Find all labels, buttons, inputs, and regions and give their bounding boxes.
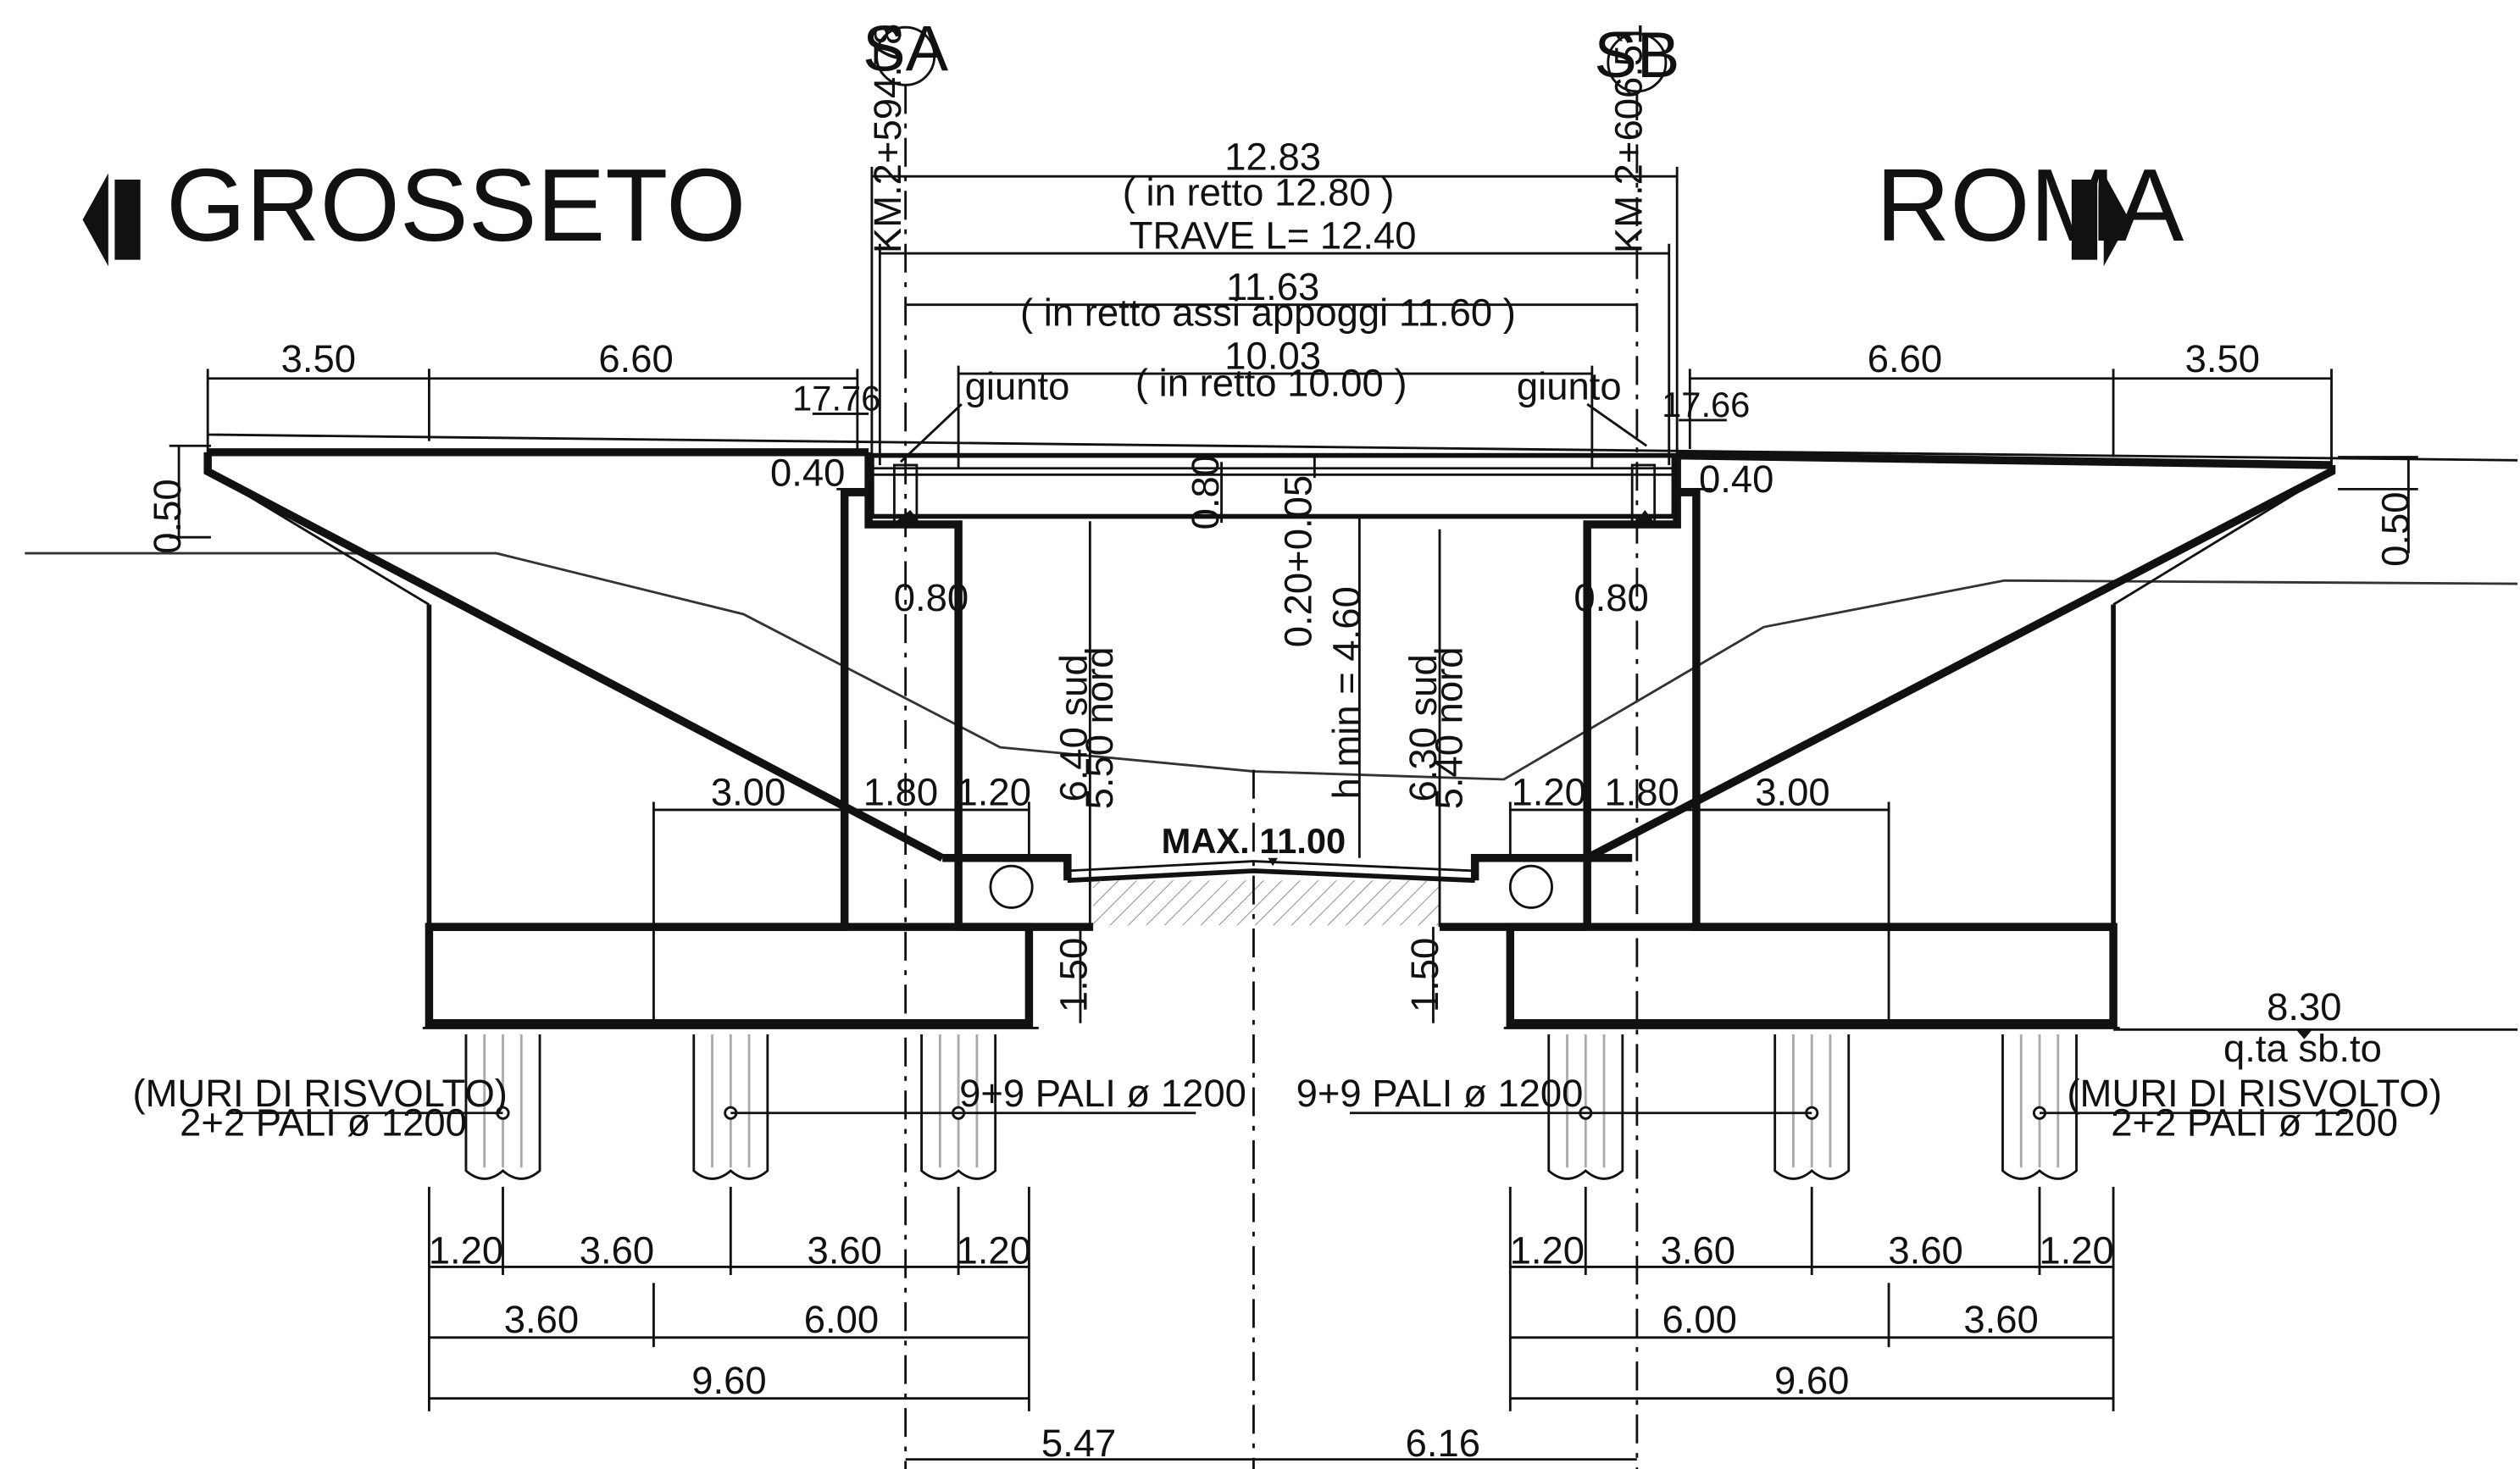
right-level: 17.66: [1662, 385, 1750, 424]
left-row2-2: 6.00: [804, 1298, 879, 1341]
left-joint: giunto: [965, 364, 1070, 407]
pile-2: [692, 1034, 769, 1180]
section-sb-label: SB: [1594, 19, 1679, 91]
left-dim-a: 3.50: [281, 337, 356, 380]
arrow-right-icon: [2103, 173, 2130, 267]
footing-dims: [652, 801, 1890, 928]
ground-level-label: q.ta sb.to: [2223, 1027, 2382, 1070]
left-abutment: [203, 448, 1094, 1029]
left-level: 17.76: [792, 379, 880, 419]
left-footing-dim-1: 3.00: [711, 770, 785, 813]
level-marker-icon: [1268, 857, 1278, 867]
section-sa-km: KM.2+594.78: [866, 24, 909, 253]
left-row2-1: 3.60: [504, 1298, 579, 1341]
right-footing-height: 1.50: [1403, 938, 1446, 1012]
direction-right: ROMA: [1876, 147, 2184, 267]
right-row2-1: 6.00: [1662, 1298, 1736, 1341]
left-wing-piles-title: (MURI DI RISVOLTO): [132, 1072, 507, 1115]
left-row3: 9.60: [691, 1359, 766, 1402]
right-dim-a: 6.60: [1868, 337, 1942, 380]
top-dimensions: [870, 166, 1679, 468]
left-height-nord: 5.50 nord: [1078, 646, 1121, 809]
section-sb-km: KM.2+606.51: [1607, 24, 1651, 253]
ground-level-value: 8.30: [2267, 985, 2341, 1028]
middle-vertical-dims: [1079, 455, 1441, 1023]
joint-leaders: [812, 402, 1727, 463]
deck-thickness: 0.80: [1184, 455, 1227, 529]
right-wing-piles-title: (MURI DI RISVOLTO): [2067, 1072, 2441, 1115]
dim-clear-note: ( in retto 10.00 ): [1135, 362, 1407, 405]
pavement-thickness: 0.20+0.05: [1277, 475, 1320, 647]
channel: [1067, 769, 1475, 1469]
dim-supports: 11.63: [1226, 265, 1319, 308]
center-left-dim: 5.47: [1041, 1422, 1116, 1465]
pile-4: [1547, 1034, 1624, 1180]
arrow-right-bar-icon: [2071, 180, 2098, 260]
right-row1-3: 3.60: [1888, 1229, 1962, 1272]
left-footing-dim-2: 1.80: [863, 770, 938, 813]
left-footing-height: 1.50: [1052, 938, 1096, 1012]
dim-beam: TRAVE L= 12.40: [1130, 213, 1417, 257]
right-top-dims: [1677, 369, 2418, 554]
arrow-left-icon: [82, 173, 108, 267]
right-dim-b: 3.50: [2185, 337, 2260, 380]
left-main-piles: 9+9 PALI ø 1200: [959, 1072, 1246, 1115]
right-row3: 9.60: [1774, 1359, 1849, 1402]
left-deck: 0.40: [770, 452, 845, 495]
ground-level-marker-icon: [2295, 1029, 2312, 1039]
dim-supports-note: ( in retto assi appoggi 11.60 ): [1020, 291, 1516, 334]
right-row2-2: 3.60: [1963, 1298, 2038, 1341]
section-marker-sb: SB KM.2+606.51: [1594, 19, 1679, 1469]
left-row1-4: 1.20: [957, 1229, 1031, 1272]
ground-profile-left: [25, 552, 1254, 773]
left-slope: 0.50: [146, 479, 189, 553]
pile-3: [920, 1034, 997, 1180]
right-footing-dim-2: 1.80: [1604, 770, 1679, 813]
direction-left: GROSSETO: [82, 147, 746, 267]
left-top-dims: [169, 369, 869, 539]
channel-max-level: MAX. 11.00: [1162, 821, 1346, 861]
left-row1-3: 3.60: [808, 1229, 882, 1272]
pile-6: [2001, 1034, 2078, 1180]
right-slope: 0.50: [2373, 491, 2417, 566]
pile-5: [1773, 1034, 1851, 1180]
h-min: h min = 4.60: [1324, 586, 1368, 799]
dim-overall: 12.83: [1224, 136, 1321, 179]
right-height-nord: 5.40 nord: [1428, 646, 1471, 809]
right-abutment: [1440, 451, 2336, 1029]
left-height-sud: 6.40 sud: [1052, 654, 1096, 801]
right-row1-4: 1.20: [2039, 1229, 2113, 1272]
section-sa-label: SA: [863, 13, 949, 85]
dim-overall-note: ( in retto 12.80 ): [1123, 170, 1395, 213]
right-row1-2: 3.60: [1661, 1229, 1735, 1272]
left-footing-dim-3: 1.20: [957, 770, 1031, 813]
right-height-sud: 6.30 sud: [1402, 654, 1445, 801]
right-wing-piles-count: 2+2 PALI ø 1200: [2111, 1100, 2398, 1144]
right-main-piles: 9+9 PALI ø 1200: [1296, 1072, 1584, 1115]
right-footing-dim-1: 1.20: [1512, 770, 1586, 813]
right-row1-1: 1.20: [1510, 1229, 1585, 1272]
center-right-dim: 6.16: [1406, 1422, 1480, 1465]
pile-1: [464, 1034, 541, 1180]
dim-clear: 10.03: [1224, 334, 1321, 377]
arrow-left-bar-icon: [114, 180, 141, 260]
deck: [869, 452, 1677, 524]
left-dim-b: 6.60: [598, 337, 673, 380]
right-footing-dim-3: 3.00: [1755, 770, 1829, 813]
ground-profile-right: [1253, 579, 2518, 781]
bottom-dims: [427, 1186, 2115, 1461]
left-wing-piles-count: 2+2 PALI ø 1200: [180, 1100, 467, 1144]
right-joint: giunto: [1517, 364, 1622, 407]
right-deck: 0.40: [1699, 457, 1773, 501]
left-row1-2: 3.60: [580, 1229, 654, 1272]
direction-left-label: GROSSETO: [166, 147, 746, 263]
section-marker-sa: SA KM.2+594.78: [863, 13, 949, 1469]
road-profile: [208, 433, 2518, 462]
direction-right-label: ROMA: [1876, 147, 2184, 263]
left-row1-1: 1.20: [429, 1229, 503, 1272]
piles: [464, 1034, 2078, 1180]
